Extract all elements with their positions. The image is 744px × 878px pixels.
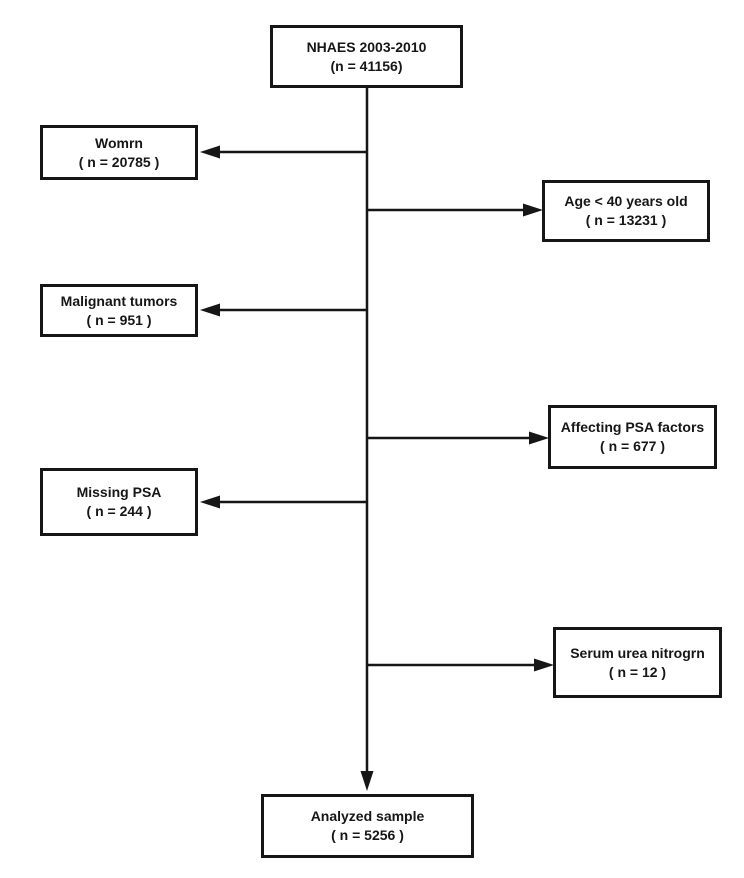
- spine-arrowhead-down-icon: [360, 771, 374, 791]
- node-count: ( n = 244 ): [86, 503, 152, 519]
- node-source-population: NHAES 2003-2010 (n = 41156): [270, 25, 463, 88]
- node-excluded-age: Age < 40 years old ( n = 13231 ): [542, 180, 710, 242]
- node-count: ( n = 13231 ): [585, 212, 667, 228]
- edge-affecting-arrowhead-right-icon: [529, 431, 549, 445]
- node-count: (n = 41156): [330, 57, 403, 74]
- node-label: Affecting PSA factors: [560, 419, 705, 435]
- node-count: ( n = 5256 ): [331, 827, 404, 843]
- node-label: Missing PSA: [76, 484, 162, 500]
- node-label: Age < 40 years old: [564, 193, 688, 209]
- node-excluded-missing-psa: Missing PSA ( n = 244 ): [40, 468, 198, 536]
- node-label: Analyzed sample: [310, 808, 425, 824]
- node-count: ( n = 20785 ): [78, 153, 160, 170]
- edge-malignant-arrowhead-left-icon: [200, 303, 220, 317]
- node-count: ( n = 951 ): [86, 311, 152, 328]
- node-excluded-serum-urea-nitrogen: Serum urea nitrogrn ( n = 12 ): [553, 627, 722, 698]
- node-label: Malignant tumors: [60, 292, 178, 309]
- node-excluded-women: Womrn ( n = 20785 ): [40, 125, 198, 180]
- node-label: NHAES 2003-2010: [306, 38, 427, 55]
- edge-women-arrowhead-left-icon: [200, 145, 220, 159]
- node-excluded-psa-factors: Affecting PSA factors ( n = 677 ): [548, 405, 717, 469]
- edge-age-arrowhead-right-icon: [523, 203, 543, 217]
- node-label: Serum urea nitrogrn: [570, 644, 705, 661]
- node-excluded-malignant-tumors: Malignant tumors ( n = 951 ): [40, 284, 198, 337]
- node-count: ( n = 12 ): [608, 663, 667, 680]
- node-analyzed-sample: Analyzed sample ( n = 5256 ): [261, 794, 474, 858]
- edge-serum-arrowhead-right-icon: [534, 658, 554, 672]
- node-count: ( n = 677 ): [600, 438, 665, 454]
- edge-missing-arrowhead-left-icon: [200, 495, 220, 509]
- node-label: Womrn: [95, 134, 143, 151]
